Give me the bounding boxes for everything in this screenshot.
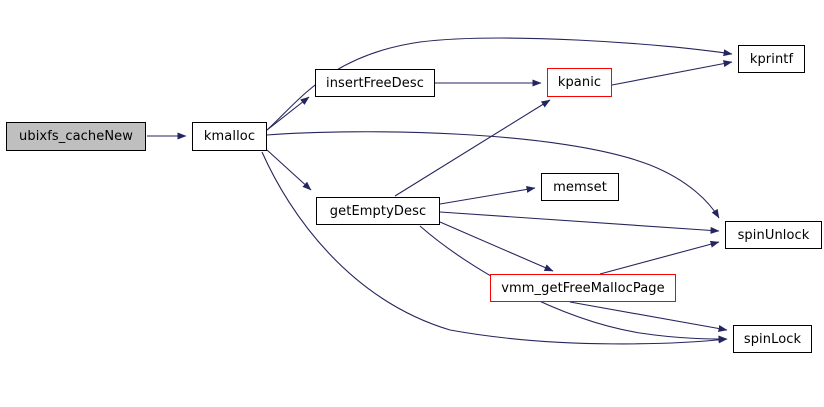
graph-edges bbox=[147, 37, 733, 345]
graph-edge bbox=[599, 240, 720, 275]
graph-node-spinLock[interactable]: spinLock bbox=[733, 325, 812, 353]
graph-node-getEmptyDesc[interactable]: getEmptyDesc bbox=[316, 197, 440, 225]
graph-edge bbox=[439, 185, 536, 205]
graph-edge bbox=[439, 211, 720, 234]
graph-node-label: vmm_getFreeMallocPage bbox=[501, 280, 665, 296]
graph-edge bbox=[394, 99, 551, 197]
graph-node-label: spinLock bbox=[743, 331, 802, 347]
graph-edge bbox=[266, 96, 310, 131]
graph-edge bbox=[569, 301, 728, 332]
graph-edge bbox=[611, 60, 733, 86]
graph-node-insertFreeDesc[interactable]: insertFreeDesc bbox=[315, 69, 435, 97]
graph-node-label: getEmptyDesc bbox=[329, 203, 427, 219]
graph-node-ubixfs_cacheNew[interactable]: ubixfs_cacheNew bbox=[6, 122, 146, 151]
graph-node-label: memset bbox=[553, 179, 607, 195]
graph-node-memset[interactable]: memset bbox=[541, 173, 619, 201]
graph-edge bbox=[266, 131, 720, 219]
graph-node-kpanic[interactable]: kpanic bbox=[547, 68, 612, 97]
graph-edge bbox=[439, 221, 554, 272]
graph-node-label: spinUnlock bbox=[737, 227, 810, 243]
graph-edge bbox=[266, 149, 312, 191]
graph-node-label: kpanic bbox=[557, 75, 602, 90]
graph-node-vmm_getFreeMallocPage[interactable]: vmm_getFreeMallocPage bbox=[490, 274, 676, 302]
graph-node-spinUnlock[interactable]: spinUnlock bbox=[725, 221, 822, 249]
graph-node-label: insertFreeDesc bbox=[326, 75, 424, 91]
graph-node-kprintf[interactable]: kprintf bbox=[738, 45, 805, 73]
graph-node-label: ubixfs_cacheNew bbox=[19, 129, 133, 144]
graph-edge bbox=[419, 225, 728, 343]
graph-node-label: kmalloc bbox=[203, 129, 256, 144]
graph-edge bbox=[261, 151, 728, 345]
graph-edge bbox=[266, 37, 733, 131]
graph-node-label: kprintf bbox=[749, 51, 794, 67]
graph-node-kmalloc[interactable]: kmalloc bbox=[192, 122, 267, 151]
